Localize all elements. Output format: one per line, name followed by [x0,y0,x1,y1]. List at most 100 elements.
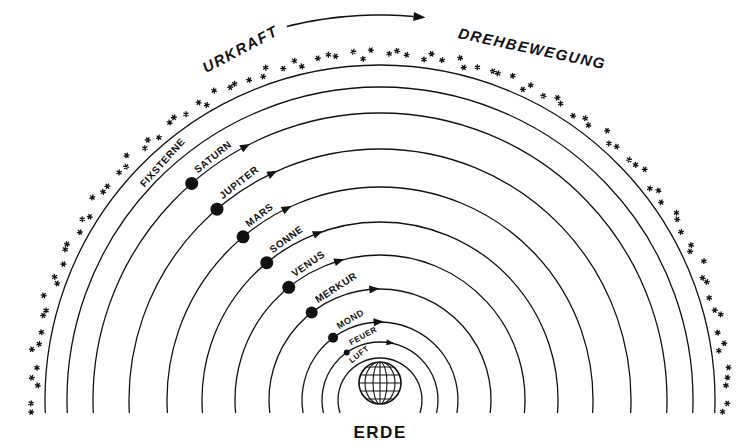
star-symbol [527,81,535,89]
star-symbol [203,101,211,109]
fixed-stars [27,46,732,415]
star-symbol [359,55,367,62]
earth-globe [358,361,402,405]
planet-label: SONNE [268,224,305,255]
star-symbol [394,48,401,54]
planet-dot [185,177,198,190]
star-symbol [34,382,41,388]
planet-label: VENUS [290,250,326,280]
star-symbol [605,140,613,148]
star-symbol [703,278,711,286]
star-symbol [325,51,333,59]
star-symbol [719,408,727,416]
star-symbol [78,216,86,223]
star-symbol [722,382,729,389]
star-symbol [141,145,149,152]
star-symbol [115,169,123,177]
star-symbol [314,54,322,62]
orbit-arrowhead [266,171,277,179]
planet-dot [328,333,338,343]
star-symbol [520,87,526,92]
planet-dot [344,349,350,355]
star-symbol [53,280,61,288]
star-symbol [60,261,66,266]
star-symbol [456,55,463,62]
sphere-arc [322,342,438,413]
orbit-arrowhead [333,258,344,266]
star-symbol [613,144,620,150]
orbit-arrowhead [386,339,394,345]
star-symbol [349,48,357,56]
star-symbol [686,248,694,256]
star-symbol [714,329,721,336]
orbit-arrowhead [239,144,250,152]
star-symbol [428,51,434,57]
star-symbol [581,114,589,122]
star-symbol [687,242,694,249]
star-symbol [63,241,70,248]
sphere-arc [167,187,593,413]
star-symbol [231,80,239,88]
sphere-arc [302,322,458,413]
star-symbol [712,307,718,312]
orbit-arrowhead [312,231,323,238]
star-symbol [509,72,517,79]
star-symbol [646,185,654,193]
star-symbol [460,64,468,72]
orbit-arrowhead [281,206,292,214]
star-symbol [657,198,665,206]
planet-dot [282,281,295,294]
star-symbol [553,94,561,102]
star-symbol [632,161,640,168]
element-label: LUFT [348,345,371,365]
star-symbol [246,77,253,83]
star-symbol [29,346,35,352]
star-symbol [385,50,393,58]
star-symbol [76,228,84,236]
sphere-arc [338,358,422,413]
star-symbol [655,187,662,194]
star-symbol [570,113,576,119]
planet-dot [210,203,223,216]
sphere-arc [45,65,715,413]
star-symbol [38,329,45,336]
motion-arrow [287,15,414,26]
star-symbol [625,156,633,164]
star-symbol [725,364,732,370]
star-symbol [677,228,685,236]
star-symbol [195,100,202,106]
sphere-arc [202,222,558,413]
sphere-arc [93,113,667,413]
motion-arrowhead [413,12,425,21]
star-symbol [210,87,217,94]
star-symbol [367,46,375,54]
star-symbol [88,193,96,201]
orbit-arrowhead [369,286,379,294]
star-symbol [298,63,305,70]
sphere-arc [269,289,491,413]
star-symbol [403,51,411,59]
star-symbol [166,119,173,126]
star-symbol [494,69,502,77]
planet-dot [237,230,250,243]
star-symbol [123,164,130,170]
star-symbol [540,93,547,99]
sphere-arc [129,149,631,413]
star-symbol [438,56,446,64]
sphere-arcs [45,65,715,413]
star-symbol [642,167,648,172]
star-symbol [557,100,565,107]
star-symbol [720,339,728,347]
star-symbol [259,73,267,81]
star-symbol [182,111,190,119]
planet-label: MERKUR [313,271,358,305]
star-symbol [700,257,708,265]
star-symbol [35,340,43,348]
star-symbol [155,134,163,142]
star-symbol [673,209,681,216]
star-symbol [717,311,725,319]
star-symbol [99,188,106,195]
star-symbol [585,122,592,129]
